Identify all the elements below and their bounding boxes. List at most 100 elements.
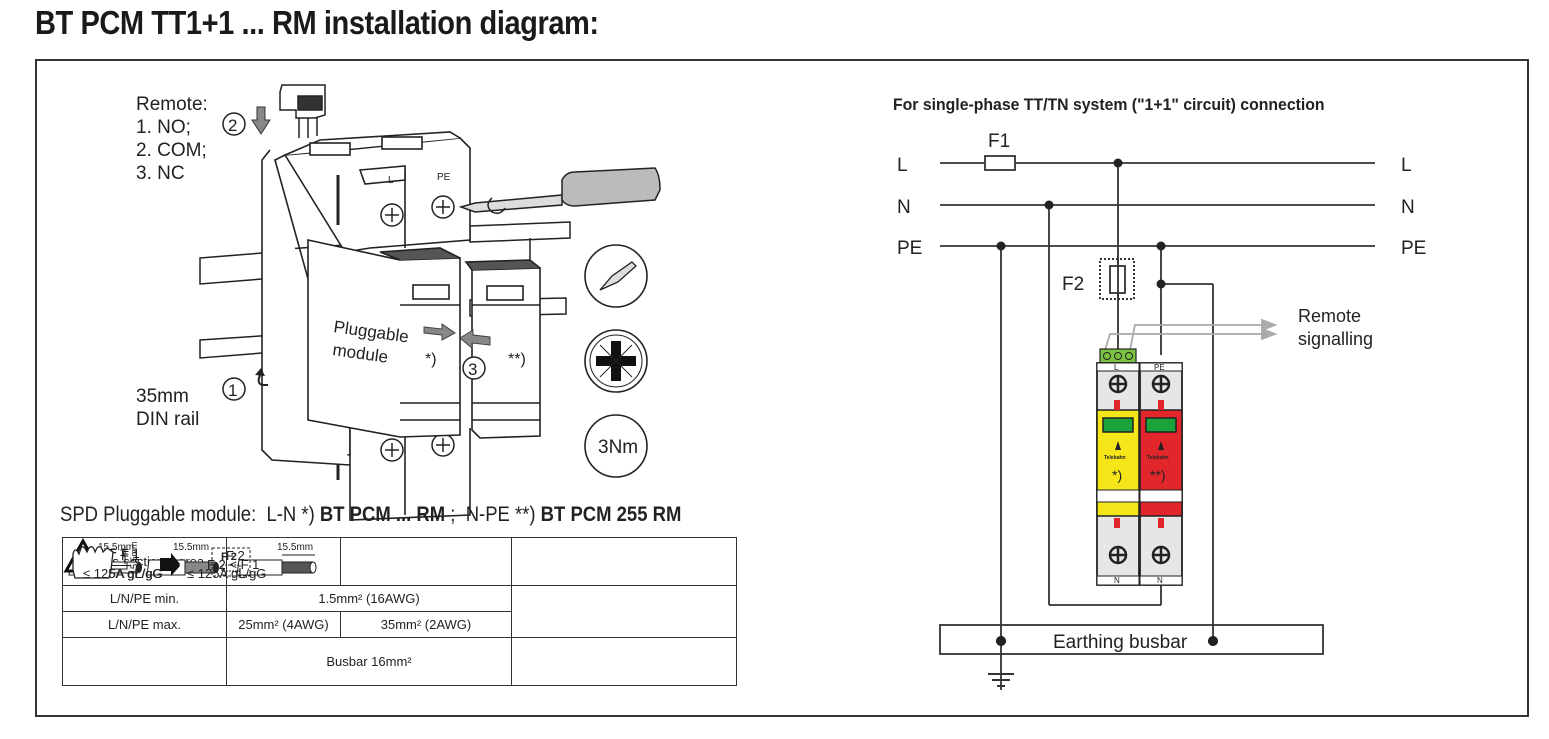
spd-label-n-1: N (1114, 576, 1120, 585)
remote-connector-icon (1099, 348, 1137, 364)
max-value-2: 35mm² (2AWG) (340, 611, 512, 638)
hook-arrow-head (255, 368, 265, 376)
remote-legend: Remote: 1. NO; 2. COM; 3. NC (136, 94, 208, 184)
spd-caption-prefix: SPD Pluggable module: (60, 503, 257, 526)
spd-marker-ln: *) (1112, 467, 1122, 483)
stranded-wire-icon: 15.5mm (236, 542, 317, 576)
busbar-icon: 15.5mm (71, 541, 139, 579)
phillips-screwdriver-tip-icon (584, 244, 648, 308)
table-row: L/N/PE min. 1.5mm² (16AWG) F 1 > 125A gL… (62, 548, 737, 638)
spd-caption-ln-model: BT PCM ... RM (319, 503, 446, 526)
svg-text:2: 2 (228, 116, 237, 135)
line-label-pe-right: PE (1401, 238, 1426, 259)
step-2-marker: 2 (222, 112, 246, 136)
schematic-heading: For single-phase TT/TN system ("1+1" cir… (893, 96, 1325, 115)
terminal-screw-icon (380, 195, 455, 462)
module-npe-marker: **) (508, 351, 526, 368)
spd-device[interactable] (1096, 348, 1183, 586)
spd-label-l: L (1114, 363, 1119, 372)
module-ln-marker: *) (425, 351, 437, 368)
svg-text:≤ 125A gL/gG: ≤ 125A gL/gG (83, 566, 162, 581)
rule-2-diagram: F 1 ≤ 125A gL/gG F 2 < F 1 (83, 546, 259, 581)
earthing-busbar-label: Earthing busbar (1053, 632, 1188, 653)
line-label-l-right: L (1401, 155, 1412, 176)
spd-caption-sep: ; (450, 503, 456, 526)
svg-text:15.5mm: 15.5mm (129, 541, 139, 574)
terminal-label-pe: PE (437, 172, 451, 183)
brand-label-npe: Telebahn (1147, 455, 1169, 461)
down-arrow-icon (251, 106, 271, 135)
step-1-marker: 1 (222, 377, 246, 401)
svg-text:3Nm: 3Nm (598, 437, 638, 458)
insert-arrows-icon (423, 323, 491, 350)
remote-signalling-label-2: signalling (1298, 329, 1373, 349)
spd-label-n-2: N (1157, 576, 1163, 585)
svg-text:F 2 < F 1: F 2 < F 1 (207, 557, 259, 572)
svg-text:F 2: F 2 (221, 551, 237, 563)
spd-caption-npe-model: BT PCM 255 RM (540, 503, 682, 526)
torque-badge: 3Nm (584, 414, 648, 478)
page-title: BT PCM TT1+1 ... RM installation diagram… (35, 4, 599, 41)
screwdriver-icon (458, 167, 661, 215)
svg-text:1: 1 (228, 381, 237, 400)
table-row: Busbar 16mm² 15.5mm F 1 ≤ 125A gL/gG F 2… (62, 537, 737, 686)
remote-pin-2: 2. COM; (136, 140, 207, 161)
fuse-f1-icon (984, 155, 1016, 171)
fuse-header-cell: F 1 F 2 (104, 537, 737, 586)
row-label-min: L/N/PE min. (62, 585, 227, 612)
rule-1-cell: F 1 > 125A gL/gG F 2 ≤ 125A gL/gG (83, 548, 737, 638)
row-label-max: L/N/PE max. (62, 611, 227, 638)
line-label-pe-left: PE (897, 238, 922, 259)
earthing-busbar (939, 624, 1324, 655)
table-row: L/N/PE max. 25mm² (4AWG) 35mm² (2AWG) (62, 611, 737, 638)
svg-text:F 1: F 1 (121, 548, 140, 563)
remote-signalling-lines (1104, 318, 1278, 351)
hook-arrow-icon (257, 374, 268, 386)
din-rail-label-1: 35mm (136, 386, 189, 407)
pozidriv-screw-head-icon (584, 329, 648, 393)
svg-text:15.5mm: 15.5mm (173, 542, 209, 553)
fuse-f2-label: F2 (1062, 274, 1084, 295)
svg-text:F 2: F 2 (226, 548, 245, 563)
wire-ferrule-cell: 15.5mm 15.5mm (67, 537, 512, 586)
remote-pin-3: 3. NC (136, 163, 185, 184)
fuse-f2-box (1099, 258, 1135, 300)
brand-logo-icon (1115, 441, 1121, 450)
brand-logo-icon (1158, 441, 1164, 450)
svg-text:15.5mm: 15.5mm (277, 542, 313, 553)
remote-connector-plug (279, 84, 326, 138)
terminal-label-l: L (388, 175, 394, 186)
diagram-frame (35, 59, 1529, 717)
svg-text:F 1: F 1 (110, 547, 126, 559)
brand-label-ln: Telebahn (1104, 455, 1126, 461)
spd-caption-npe-label: N-PE **) (465, 503, 536, 526)
line-label-n-right: N (1401, 197, 1415, 218)
spd-caption-ln-label: L-N *) (266, 503, 315, 526)
ground-symbol-icon (988, 673, 1014, 687)
svg-text:F 1: F 1 (121, 546, 140, 561)
remote-signalling-label-1: Remote (1298, 306, 1361, 326)
max-value-1: 25mm² (4AWG) (226, 611, 341, 638)
line-label-n-left: N (897, 197, 911, 218)
svg-text:3: 3 (468, 360, 477, 379)
pluggable-module-npe[interactable] (464, 259, 541, 439)
spec-table: Cross-sectional area 15.5mm 15.5mm 15.5m… (62, 537, 737, 686)
table-row: Cross-sectional area 15.5mm 15.5mm 15.5m… (62, 537, 737, 586)
svg-text:15.5mm: 15.5mm (98, 542, 134, 553)
step-3-marker: 3 (462, 356, 486, 380)
spd-caption: SPD Pluggable module: L-N *) BT PCM ... … (60, 503, 681, 527)
rule-2-cell: F 1 ≤ 125A gL/gG F 2 < F 1 (83, 546, 737, 686)
terminal-screw-icon (1108, 374, 1171, 565)
warning-cell (62, 537, 227, 686)
busbar-label: Busbar 16mm² (326, 654, 412, 670)
remote-pin-1: 1. NO; (136, 117, 191, 138)
line-label-l-left: L (897, 155, 908, 176)
pluggable-module-ln[interactable] (307, 239, 461, 438)
spd-label-pe: PE (1154, 363, 1165, 372)
fuse-f1-label: F1 (988, 131, 1010, 152)
svg-text:≤ 125A gL/gG: ≤ 125A gL/gG (187, 566, 266, 581)
spd-marker-npe: **) (1150, 467, 1166, 483)
din-rail-label-2: DIN rail (136, 409, 199, 430)
wire-solid-cell: 15.5mm (226, 537, 341, 586)
